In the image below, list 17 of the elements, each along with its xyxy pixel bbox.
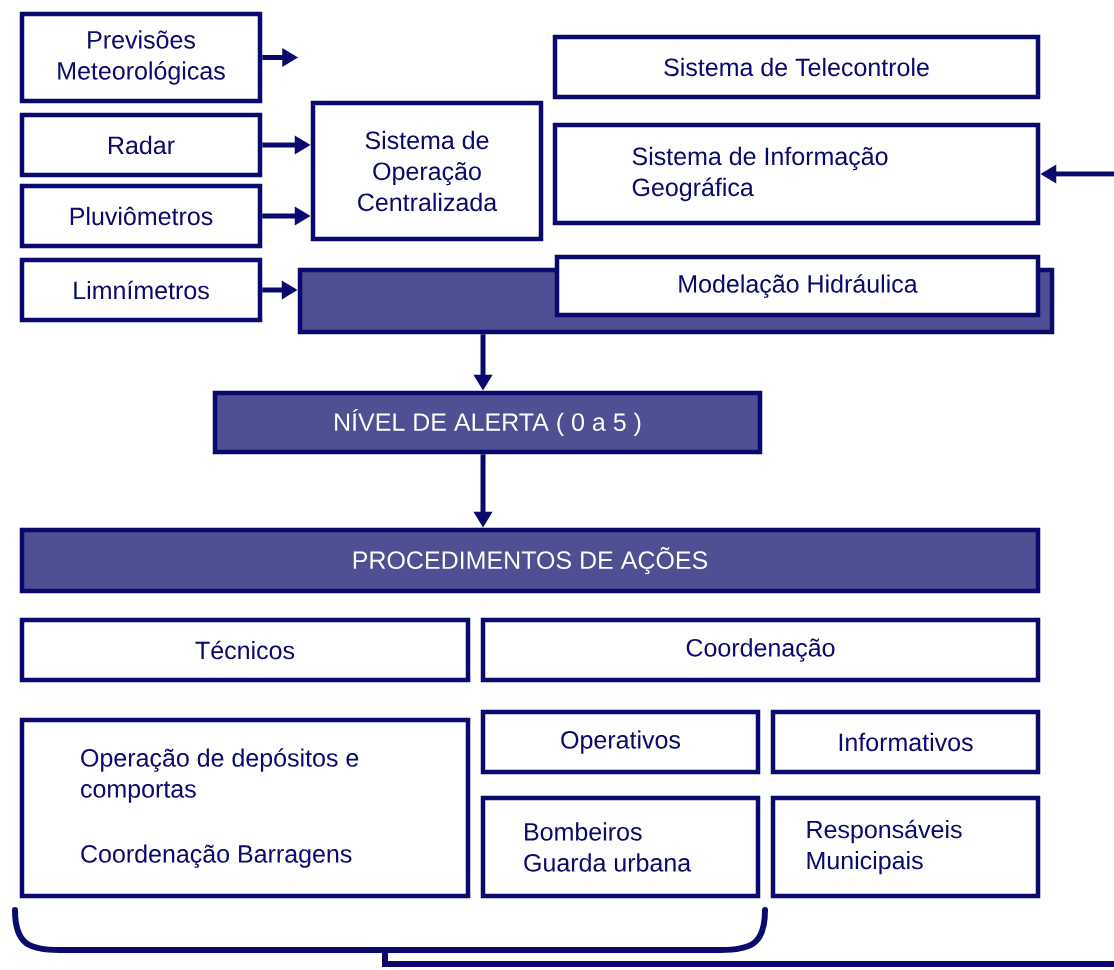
system-box: Modelação Hidráulica: [554, 254, 1041, 318]
category-box: Técnicos: [19, 617, 471, 683]
procedure-box: Responsáveis Municipais: [770, 795, 1041, 899]
header-bar: PROCEDIMENTOS DE AÇÕES: [19, 527, 1041, 594]
source-box: Radar: [19, 112, 263, 178]
alert-bar: NÍVEL DE ALERTA ( 0 a 5 ): [212, 390, 763, 455]
system-box: Sistema de Telecontrole: [552, 34, 1041, 100]
source-box: Limnímetros: [19, 257, 263, 323]
source-box: Previsões Meteorológicas: [19, 11, 263, 104]
system-box: Sistema de Operação Centralizada: [310, 100, 544, 242]
procedure-box: Operação de depósitos e comportas Coordenação Barragens: [19, 717, 471, 899]
procedure-box: Bombeiros Guarda urbana: [480, 795, 761, 899]
system-box: Sistema de Informação Geográfica: [552, 122, 1041, 226]
category-box: Informativos: [770, 709, 1041, 775]
category-box: Operativos: [480, 709, 761, 775]
source-box: Pluviômetros: [19, 183, 263, 249]
category-box: Coordenação: [480, 617, 1041, 683]
